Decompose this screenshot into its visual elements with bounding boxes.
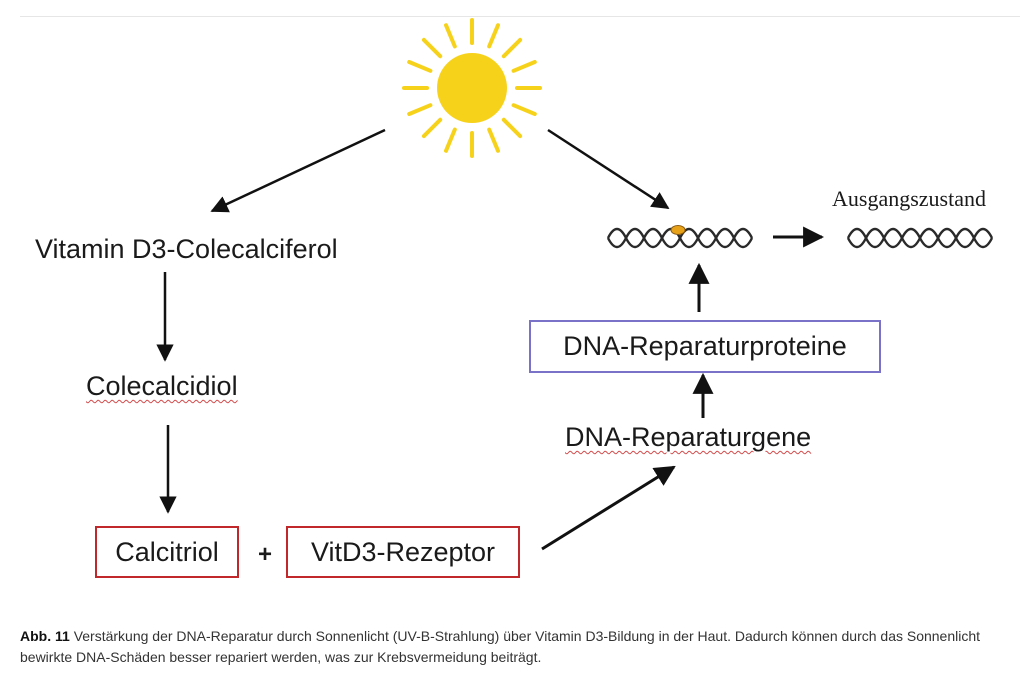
sun-ray <box>487 127 500 153</box>
sun-ray <box>421 37 443 59</box>
sun-ray <box>511 103 537 116</box>
ausgangszustand-label: Ausgangszustand <box>832 186 986 211</box>
calcitriol-label: Calcitriol <box>115 536 219 567</box>
caption-text: Verstärkung der DNA-Reparatur durch Sonn… <box>20 628 981 665</box>
arrow-sun-to-vitamin <box>210 128 386 213</box>
reparaturproteine-box: DNA-Reparaturproteine <box>529 320 881 373</box>
sun-ray <box>407 60 433 73</box>
sun-ray <box>511 60 537 73</box>
rezeptor-label: VitD3-Rezeptor <box>310 536 496 567</box>
reparaturproteine-label: DNA-Reparaturproteine <box>563 331 847 361</box>
reparaturgene-text: DNA-Reparaturgene <box>565 422 812 452</box>
vitamin-d3-label: Vitamin D3-Colecalciferol <box>35 234 338 264</box>
caption-label: Abb. 11 <box>20 628 70 644</box>
sun-ray <box>501 37 523 59</box>
dna-repaired-icon <box>846 227 994 249</box>
calcitriol-box: Calcitriol <box>95 526 239 578</box>
figure-caption: Abb. 11 Verstärkung der DNA-Reparatur du… <box>20 626 1010 668</box>
sun-ray <box>487 23 500 49</box>
colecalcidiol-label: Colecalcidiol <box>86 373 238 400</box>
sun-ray <box>421 117 443 139</box>
top-rule <box>20 16 1020 17</box>
sun-ray <box>407 103 433 116</box>
sun-ray <box>444 23 457 49</box>
sun-ray <box>444 127 457 153</box>
arrow-sun-to-dna <box>547 128 670 210</box>
plus-sign: + <box>258 541 273 568</box>
dna-damaged-icon <box>606 225 754 249</box>
sun-icon <box>402 18 542 158</box>
arrow-rezeptor-to-gene <box>541 465 676 551</box>
sun-ray <box>501 117 523 139</box>
colecalcidiol-text: Colecalcidiol <box>86 371 238 401</box>
rezeptor-box: VitD3-Rezeptor <box>286 526 520 578</box>
reparaturgene-label: DNA-Reparaturgene <box>565 424 811 451</box>
